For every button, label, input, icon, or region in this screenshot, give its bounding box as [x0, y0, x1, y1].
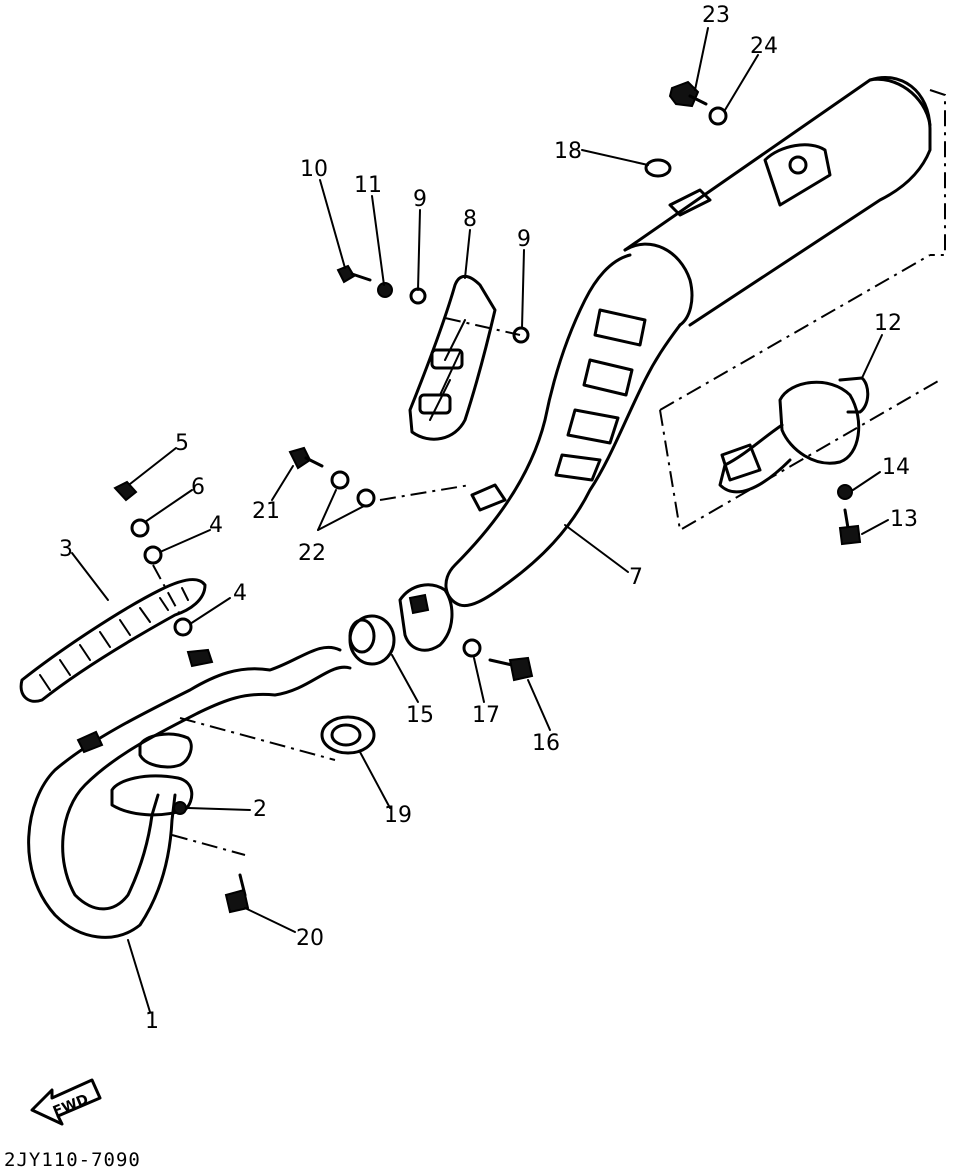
- callout-4a: 4: [209, 513, 223, 538]
- callout-8: 8: [463, 207, 477, 232]
- muffler-assembly: [398, 75, 932, 652]
- callout-6: 6: [191, 475, 205, 500]
- exhaust-header-pipe: [27, 645, 352, 939]
- callout-24: 24: [750, 34, 778, 59]
- callout-14: 14: [882, 455, 910, 480]
- diagram-code: 2JY110-7090: [4, 1149, 141, 1169]
- callout-20: 20: [296, 926, 324, 951]
- callout-22: 22: [298, 541, 326, 566]
- leader-lines: [71, 27, 889, 1013]
- hardware: [113, 80, 862, 914]
- callout-19: 19: [384, 803, 412, 828]
- callout-21: 21: [252, 499, 280, 524]
- callout-1: 1: [145, 1009, 159, 1034]
- callout-7: 7: [629, 565, 643, 590]
- callout-11: 11: [354, 173, 382, 198]
- callout-13: 13: [890, 507, 918, 532]
- callout-3: 3: [59, 537, 73, 562]
- callout-12: 12: [874, 311, 902, 336]
- callout-4b: 4: [233, 581, 247, 606]
- rear-heat-protector: [408, 274, 497, 441]
- front-heat-protector: [19, 578, 207, 703]
- callout-18: 18: [554, 139, 582, 164]
- callout-16: 16: [532, 731, 560, 756]
- forward-direction-arrow: FWD: [30, 1078, 102, 1126]
- callout-labels: 23 24 18 10 11 9 8 9 12 5 6 4 3 4 21 22 …: [59, 3, 918, 1034]
- callout-9b: 9: [517, 227, 531, 252]
- callout-15: 15: [406, 703, 434, 728]
- callout-5: 5: [175, 431, 189, 456]
- callout-9a: 9: [413, 187, 427, 212]
- callout-2: 2: [253, 797, 267, 822]
- callout-23: 23: [702, 3, 730, 28]
- callout-17: 17: [472, 703, 500, 728]
- callout-10: 10: [300, 157, 328, 182]
- assembly-guide-lines: [152, 89, 946, 856]
